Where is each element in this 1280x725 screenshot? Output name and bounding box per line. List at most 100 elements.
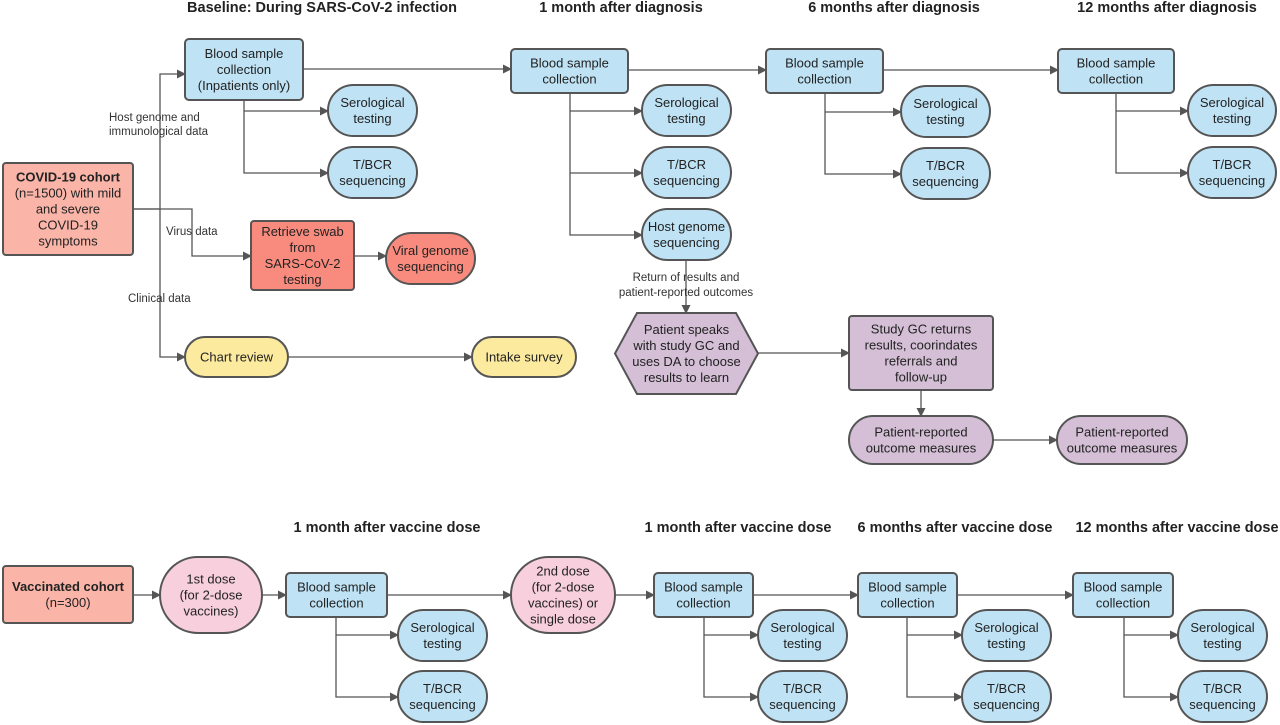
header-m6-diag: 6 months after diagnosis	[808, 0, 980, 16]
blood-1m-label-1: collection	[542, 72, 596, 87]
header-baseline: Baseline: During SARS-CoV-2 infection	[187, 0, 457, 16]
tbcr-12m-shape	[1187, 146, 1277, 199]
viral-shape	[385, 232, 476, 285]
edge-label-return-results-0: Return of results and	[633, 272, 740, 284]
edge-label-host-genome-0: Host genome and	[109, 112, 200, 124]
patient-speaks-shape	[613, 312, 760, 395]
blood-12m-label-0: Blood sample	[1077, 56, 1156, 71]
dose2-label-3: single dose	[530, 612, 596, 627]
vblood-d-label-0: Blood sample	[1084, 580, 1163, 595]
gc-returns-label-3: follow-up	[895, 370, 947, 385]
vsero-c-label-1: testing	[987, 636, 1025, 651]
sero-base-shape	[327, 84, 418, 137]
chart-shape	[184, 336, 289, 378]
dose1-label-0: 1st dose	[186, 572, 235, 587]
blood-base-shape	[184, 38, 304, 101]
header-m1-vax-a: 1 month after vaccine dose	[294, 520, 481, 536]
flow-arrow-33	[1123, 617, 1179, 702]
dose2-label-0: 2nd dose	[536, 564, 590, 579]
vtbcr-c-shape	[961, 670, 1052, 723]
tbcr-1m-label-0: T/BCR	[667, 157, 706, 172]
swab-shape	[250, 220, 355, 291]
blood-12m-label-1: collection	[1089, 72, 1143, 87]
vsero-d-shape	[1177, 609, 1268, 662]
tbcr-6m-label-1: sequencing	[912, 174, 979, 189]
pro-1-label-1: outcome measures	[866, 441, 977, 456]
swab-label-3: testing	[283, 272, 321, 287]
covid-cohort-shape	[2, 162, 134, 256]
vtbcr-b-label-0: T/BCR	[783, 681, 822, 696]
vblood-c-shape	[857, 572, 958, 618]
pro-2-label-0: Patient-reported	[1075, 425, 1168, 440]
tbcr-base-shape	[327, 146, 418, 199]
gc-returns-label-1: results, coorindates	[865, 338, 978, 353]
vtbcr-c-label-0: T/BCR	[987, 681, 1026, 696]
blood-base-label-0: Blood sample	[205, 46, 284, 61]
pro-2-shape	[1056, 415, 1188, 465]
sero-6m-shape	[900, 85, 991, 138]
edge-label-return-results-1: patient-reported outcomes	[619, 287, 753, 299]
flow-arrow-27	[335, 617, 399, 702]
vax-cohort-label-1: (n=300)	[45, 595, 90, 610]
patient-speaks-label-0: Patient speaks	[644, 322, 730, 337]
sero-1m-label-1: testing	[667, 111, 705, 126]
vblood-c-label-0: Blood sample	[868, 580, 947, 595]
vblood-d-label-1: collection	[1096, 596, 1150, 611]
intake-shape	[471, 336, 577, 378]
vblood-b-label-0: Blood sample	[664, 580, 743, 595]
edge-label-virus-0: Virus data	[166, 226, 218, 238]
swab-label-1: from	[290, 240, 316, 255]
vtbcr-a-label-1: sequencing	[409, 697, 476, 712]
tbcr-12m-label-1: sequencing	[1199, 173, 1266, 188]
blood-12m-shape	[1057, 48, 1175, 94]
blood-6m-label-0: Blood sample	[785, 56, 864, 71]
vtbcr-a-shape	[397, 670, 488, 723]
gc-returns-label-2: referrals and	[885, 354, 958, 369]
dose1-label-2: vaccines)	[184, 604, 239, 619]
vblood-c-label-1: collection	[880, 596, 934, 611]
covid-cohort-label-0: COVID-19 cohort	[16, 170, 121, 185]
flow-arrow-2	[160, 208, 252, 261]
vsero-b-shape	[757, 609, 848, 662]
vsero-d-label-0: Serological	[1190, 620, 1254, 635]
patient-speaks-label-1: with study GC and	[632, 338, 739, 353]
edge-label-host-genome-1: immunological data	[109, 126, 209, 138]
swab-label-0: Retrieve swab	[261, 224, 343, 239]
vax-cohort-node: Vaccinated cohort(n=300)	[2, 565, 134, 624]
vsero-b-label-1: testing	[783, 636, 821, 651]
patient-speaks-label-3: results to learn	[644, 370, 729, 385]
vtbcr-a-label-0: T/BCR	[423, 681, 462, 696]
vblood-b-shape	[653, 572, 754, 618]
dose2-label-2: vaccines) or	[528, 596, 599, 611]
header-m1-diag: 1 month after diagnosis	[539, 0, 703, 16]
vax-cohort-shape	[2, 565, 134, 624]
flow-arrow-5	[243, 100, 329, 178]
vsero-d-label-1: testing	[1203, 636, 1241, 651]
pro-1-shape	[848, 415, 994, 465]
flow-arrow-19	[1115, 93, 1189, 178]
vtbcr-b-shape	[757, 670, 848, 723]
vsero-c-label-0: Serological	[974, 620, 1038, 635]
pro-1-label-0: Patient-reported	[874, 425, 967, 440]
blood-base-label-1: collection	[217, 62, 271, 77]
swab-label-2: SARS-CoV-2	[265, 256, 341, 271]
covid-cohort-label-2: and severe	[36, 202, 100, 217]
